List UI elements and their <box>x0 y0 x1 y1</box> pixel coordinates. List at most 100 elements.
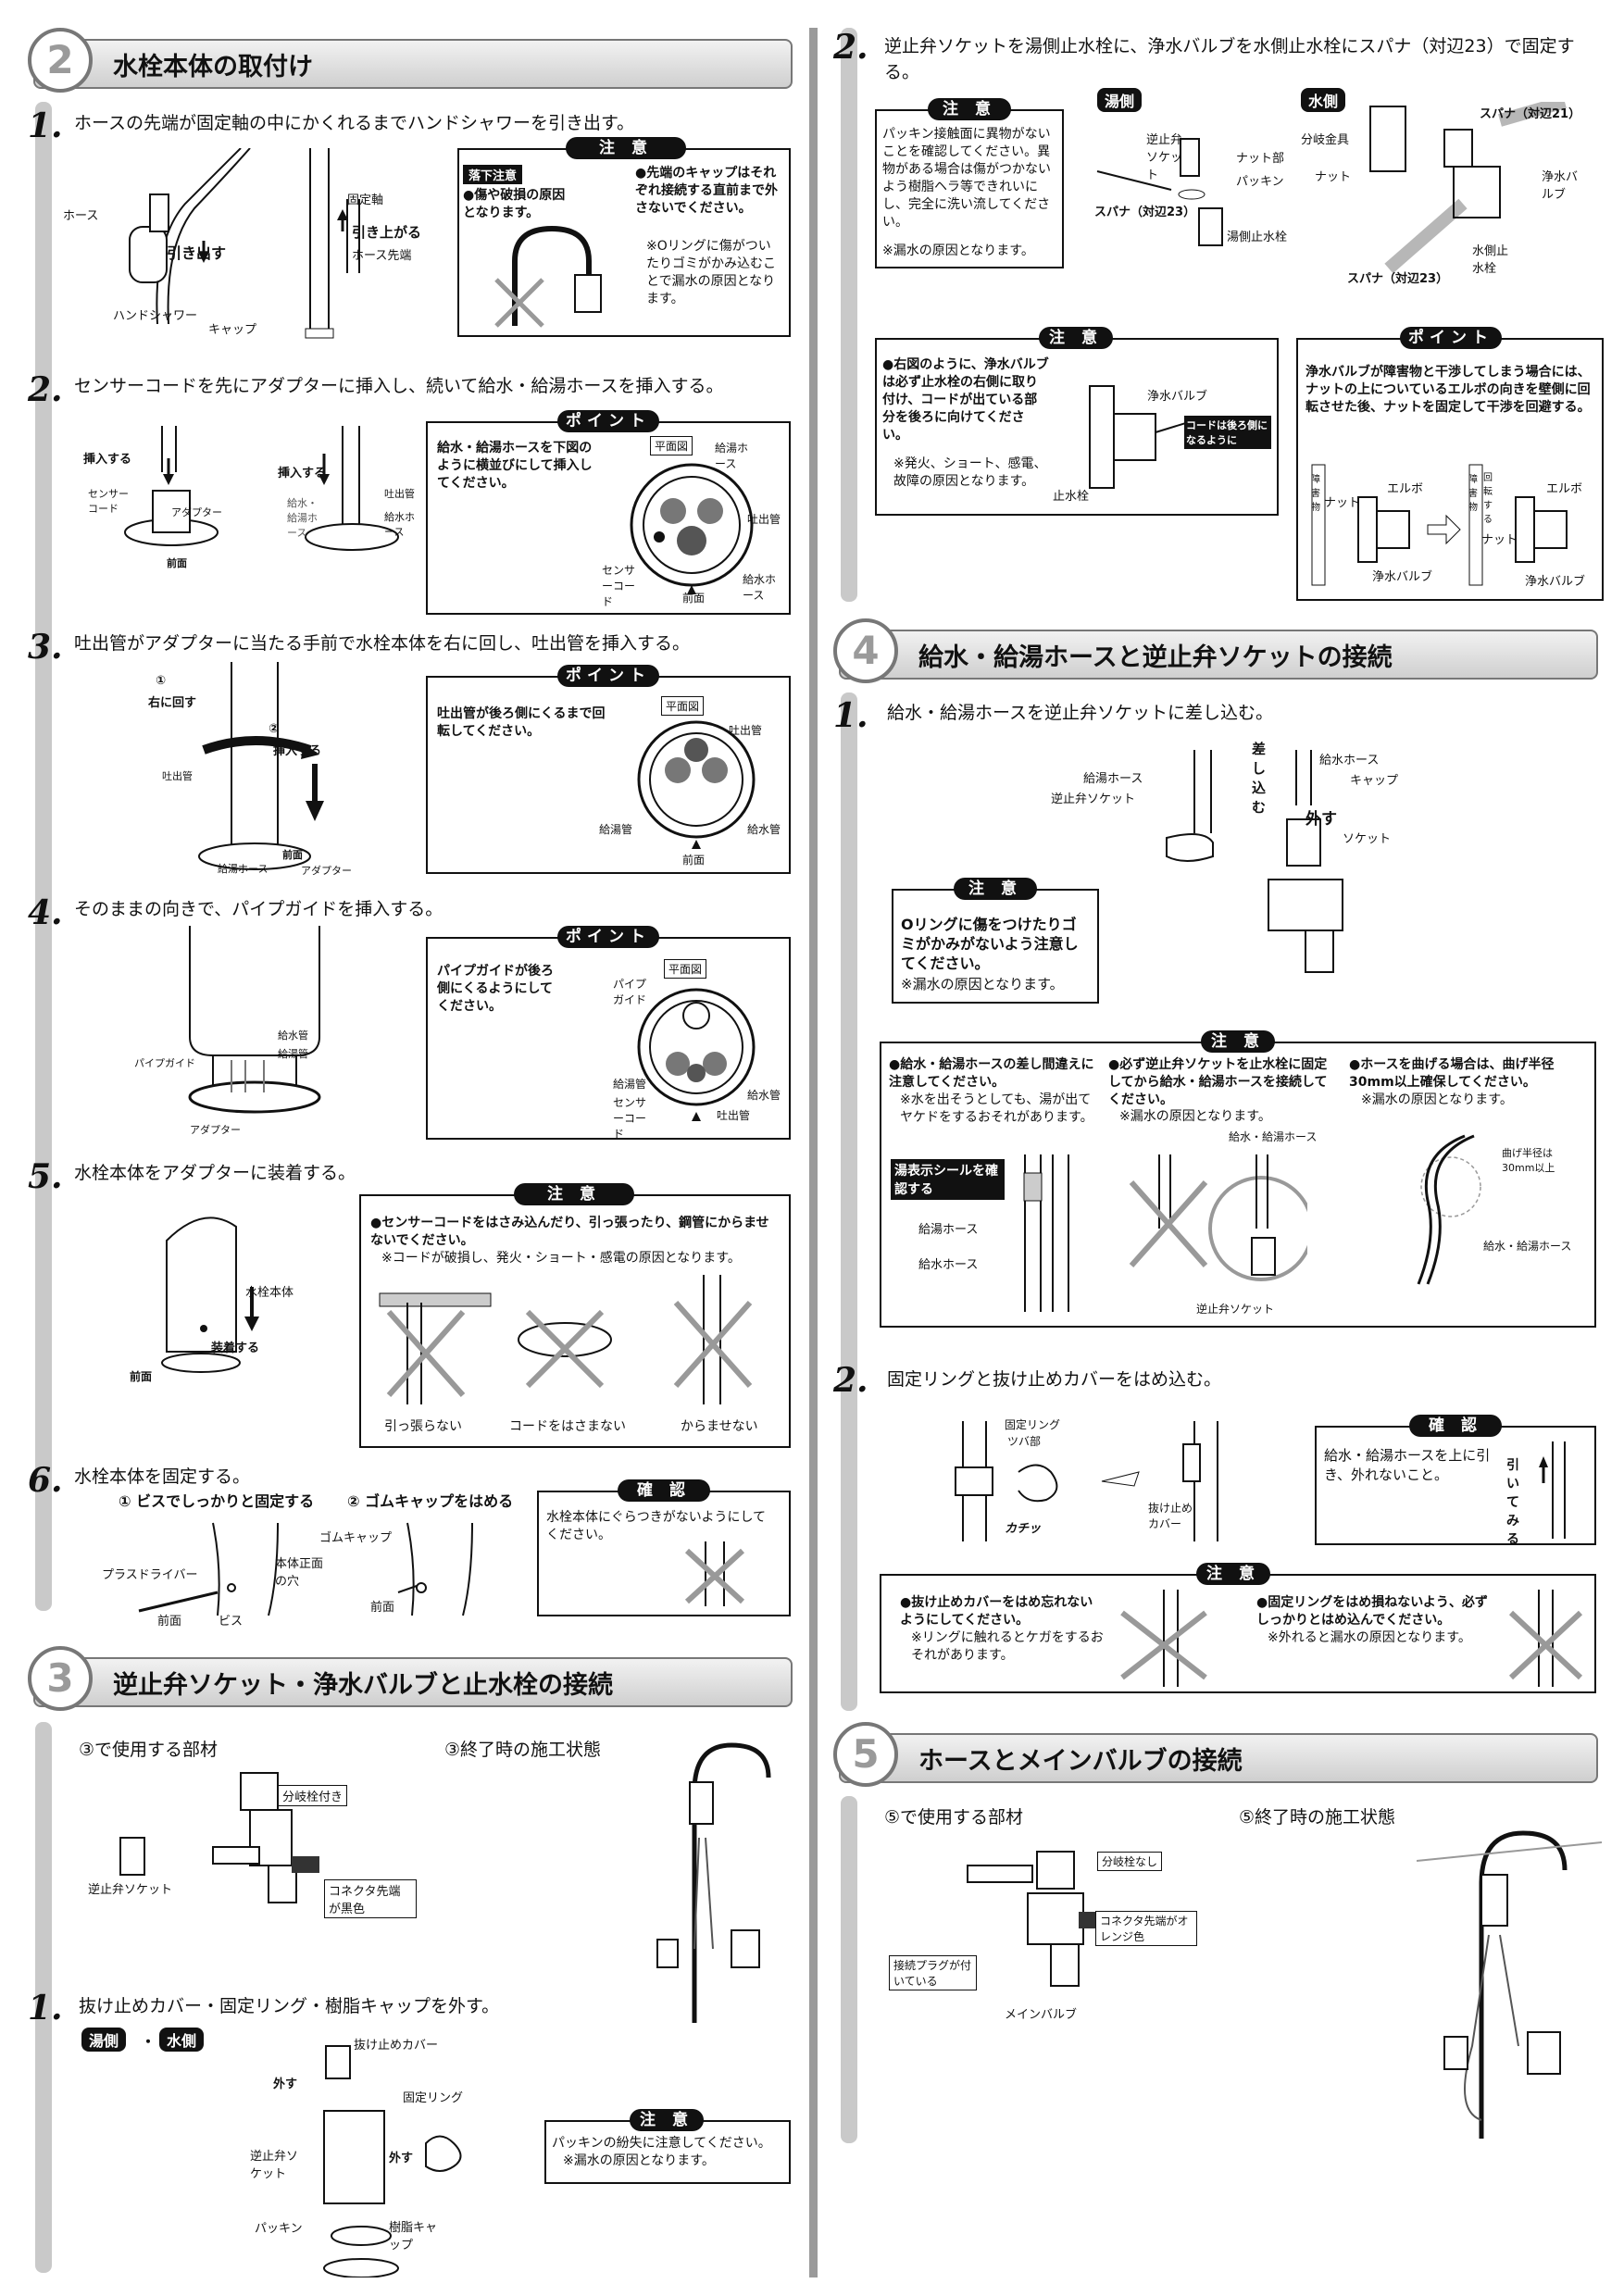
label-adapter: アダプター <box>301 865 352 877</box>
label-nut: ナット <box>1315 170 1352 184</box>
caution-box: 注 意 ●給水・給湯ホースの差し間違えに注意してください。 ※水を出そうとしても… <box>880 1030 1596 1328</box>
label-lift: 引き上がる <box>352 224 422 241</box>
cold-side-tag: 水側 <box>1301 88 1346 112</box>
label-front: 前面 <box>282 849 303 861</box>
label-main-valve: メインバルブ <box>1005 2008 1078 2022</box>
caution-note-a: ※水を出そうとしても、湯が出てヤケドをするおそれがあります。 <box>900 1092 1093 1125</box>
label-elbow-2: エルボ <box>1546 482 1583 496</box>
plan-view-label: 平面図 <box>661 696 705 716</box>
point-header: ポイント <box>557 665 659 687</box>
label-resin-cap: 樹脂キャップ <box>389 2221 438 2252</box>
label-adapter: アダプター <box>171 506 222 518</box>
section-title: 逆止弁ソケット・浄水バルブと止水栓の接続 <box>113 1671 613 1700</box>
label-spanner-21: スパナ（対辺21） <box>1480 107 1581 121</box>
label-socket: 逆止弁ソケット <box>1146 133 1183 182</box>
label-nut: ナット部 <box>1236 152 1285 166</box>
label-supply-hose: 給水ホース <box>384 511 415 538</box>
label-nut: ナット <box>1324 496 1361 510</box>
label-no-branch: 分岐栓なし <box>1097 1852 1163 1871</box>
caution-header: 注 意 <box>1196 1563 1270 1585</box>
caution-note: ※漏水の原因となります。 <box>901 976 1064 992</box>
cover-warning-illustration <box>1120 1590 1207 1687</box>
label-front: 前面 <box>157 1615 182 1628</box>
caution-text-a: ●抜け止めカバーをはめ忘れないようにしてください。 <box>900 1595 1093 1628</box>
caution-header: 注 意 <box>630 2109 704 2131</box>
label-with-branch: 分岐栓付き <box>278 1785 348 1806</box>
point-header: ポイント <box>1400 327 1502 349</box>
rotate-body-illustration <box>198 662 324 870</box>
label-hot-stop: 湯側止水栓 <box>1227 231 1288 244</box>
label-spanner: スパナ（対辺23） <box>1094 206 1196 219</box>
label-cap: キャップ <box>1350 774 1399 788</box>
caution-note-a: ※リングに触れるとケガをするおそれがあります。 <box>911 1630 1104 1663</box>
plan-view-label: 平面図 <box>650 436 693 455</box>
label-adapter: アダプター <box>190 1124 241 1136</box>
label-rubber-cap: ゴムキャップ <box>319 1531 393 1545</box>
step-text: 抜け止めカバー・固定リング・樹脂キャップを外す。 <box>79 1996 500 2016</box>
caution-text: ●右図のように、浄水バルブは必ず止水栓の右側に取り付け、コードが出ている部分を後… <box>882 357 1049 443</box>
label-front-2: 前面 <box>370 1601 395 1615</box>
caution-box: 注 意 パッキンの紛失に注意してください。 ※漏水の原因となります。 <box>544 2109 791 2184</box>
step-number: 2. <box>833 28 868 67</box>
caution-box: 注 意 ●抜け止めカバーをはめ忘れないようにしてください。 ※リングに触れるとケ… <box>880 1563 1596 1693</box>
label-check-valve-socket: 逆止弁ソケット <box>88 1883 173 1897</box>
label-insert: 挿入する <box>273 744 322 758</box>
step6-sub-2: ② ゴムキャップをはめる <box>347 1492 514 1510</box>
plan-label-cold: 給水ホース <box>743 573 777 602</box>
valve-orientation-illustration <box>1089 385 1202 489</box>
point-text: 給水・給湯ホースを下図のように横並びにして挿入してください。 <box>437 441 593 491</box>
label-water-valve: 浄水バルブ <box>1372 570 1433 584</box>
section-2-header: 水栓本体の取付け <box>33 39 793 89</box>
step-number: 1. <box>833 696 868 735</box>
label-hot-pipe: 給湯管 <box>278 1048 308 1060</box>
section-sidebar <box>841 693 857 1711</box>
plan-label-guide: パイプガイド <box>613 978 647 1006</box>
point-box: ポイント 浄水バルブが障害物と干渉してしまう場合には、ナットの上についているエル… <box>1296 327 1604 601</box>
handshower-illustration <box>129 148 360 339</box>
step-number: 2. <box>833 1361 868 1400</box>
bend-radius-illustration <box>1417 1134 1481 1285</box>
attach-body-illustration <box>161 1217 259 1373</box>
label-spanner-23: スパナ（対辺23） <box>1347 272 1449 286</box>
used-parts-label: ③で使用する部材 <box>79 1740 219 1760</box>
elbow-rotate-illustration <box>1311 464 1568 586</box>
section-number-badge: 5 <box>833 1722 898 1787</box>
caution-box: 注 意 Oリングに傷をつけたりゴミがかみがないよう注意してください。 ※漏水の原… <box>892 878 1099 1004</box>
label-pull-out: 引き出す <box>167 244 227 262</box>
falling-head-illustration <box>494 225 602 328</box>
caution-text: Oリングに傷をつけたりゴミがかみがないよう注意してください。 <box>901 916 1079 972</box>
step-text: 水栓本体を固定する。 <box>74 1466 251 1487</box>
step-text: 固定リングと抜け止めカバーをはめ込む。 <box>887 1369 1222 1390</box>
label-feed-hose: 給水・給湯ホース <box>1229 1130 1318 1143</box>
plan-label-spout: 吐出管 <box>717 1109 751 1122</box>
step-text: そのままの向きで、パイプガイドを挿入する。 <box>74 899 443 919</box>
label-fix-ring: 固定リング <box>1005 1418 1061 1431</box>
caution-note-b: ※漏水の原因となります。 <box>1119 1109 1271 1124</box>
confirm-box: 確 認 給水・給湯ホースを上に引き、外れないこと。 引いてみる <box>1315 1415 1596 1547</box>
caution-box: 注 意 ●右図のように、浄水バルブは必ず止水栓の右側に取り付け、コードが出ている… <box>875 327 1279 516</box>
label-plug-attached: 接続プラグが付いている <box>889 1955 977 1990</box>
plan-label-spout: 吐出管 <box>747 513 781 526</box>
label-socket: 逆止弁ソケット <box>1196 1303 1275 1316</box>
label-front-hole: 本体正面の穴 <box>275 1557 324 1589</box>
caution-note: ※発火、ショート、感電、故障の原因となります。 <box>893 456 1047 489</box>
plan-label-hot: 給湯ホース <box>715 442 749 470</box>
label-insert: 挿入する <box>83 453 132 467</box>
section-sidebar <box>841 1796 857 2143</box>
caution-text-b: ※漏水の原因となります。 <box>563 2153 715 2168</box>
label-front: 前面 <box>130 1370 153 1383</box>
fix-screw-illustration <box>138 1522 473 1616</box>
label-cover: 抜け止めカバー <box>354 2039 439 2053</box>
label-no-pull: 引っ張らない <box>384 1419 462 1434</box>
section-number-badge: 4 <box>833 618 898 683</box>
step-text: 吐出管がアダプターに当たる手前で水栓本体を右に回し、吐出管を挿入する。 <box>74 633 691 654</box>
section-title: ホースとメインバルブの接続 <box>918 1747 1243 1776</box>
label-obstacle-2: 障害物 <box>1468 475 1478 513</box>
label-packing: パッキン <box>1236 175 1284 189</box>
done-state-illustration <box>656 1742 771 2023</box>
label-nut-2: ナット <box>1481 533 1518 547</box>
point-box: ポイント パイプガイドが後ろ側にくるようにしてください。 平面図 パイプガイド … <box>426 926 791 1141</box>
sec5-done-state-illustration <box>1417 1830 1602 2139</box>
caution-text-a: ●給水・給湯ホースの差し間違えに注意してください。 <box>889 1057 1094 1090</box>
done-state-label: ③終了時の施工状態 <box>444 1740 602 1760</box>
